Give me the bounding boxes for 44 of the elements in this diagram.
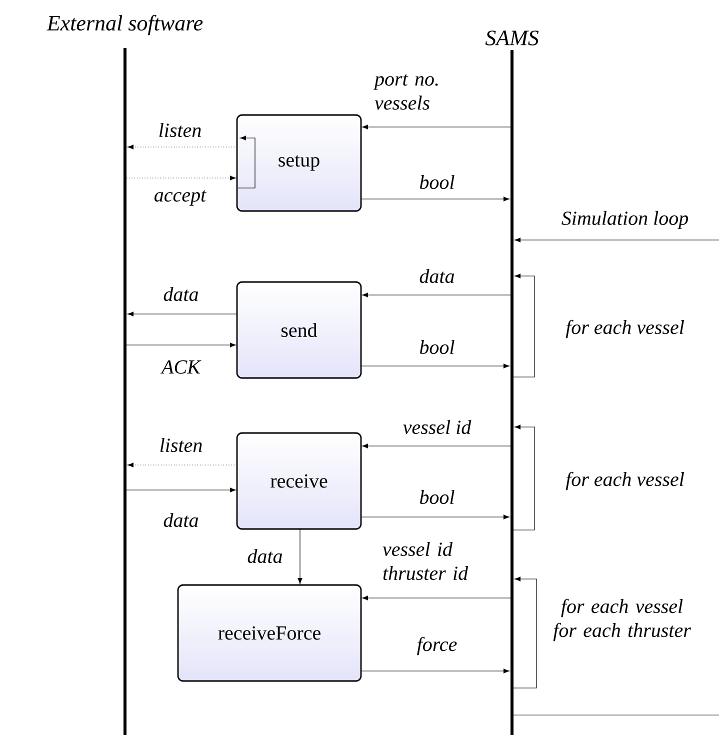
arrow <box>362 124 511 130</box>
edge-label: force <box>417 636 457 656</box>
arrow <box>298 528 302 584</box>
arrow <box>362 444 511 448</box>
arrow <box>126 342 236 348</box>
arrow <box>360 364 510 368</box>
edge-label: data <box>164 286 198 302</box>
edge-label: for each vessel for each thruster <box>553 598 691 642</box>
lifeline-heading: SAMS <box>485 30 539 46</box>
arrow <box>360 668 510 674</box>
edge-label: bool <box>420 174 454 190</box>
edge-label: data <box>164 512 198 528</box>
edge-label: data <box>420 268 454 284</box>
arrow <box>128 144 238 150</box>
edge-label: bool <box>420 490 454 504</box>
arrow <box>128 462 238 468</box>
arrow <box>126 488 236 492</box>
arrow <box>513 274 535 378</box>
edge-label: listen <box>159 122 201 138</box>
arrow <box>362 596 511 600</box>
edge-label: Simulation loop <box>562 210 688 230</box>
arrow <box>514 238 719 242</box>
process-box: setup <box>236 114 362 212</box>
arrow <box>128 312 238 316</box>
edge-label: vessel id <box>403 420 472 434</box>
edge-label: accept <box>154 190 206 206</box>
process-box: receiveForce <box>177 584 362 682</box>
process-box: send <box>236 281 362 379</box>
arrow <box>126 176 236 180</box>
edge-label: port no. vessels <box>373 74 438 110</box>
edge-label: for each vessel <box>566 320 684 338</box>
lifeline-heading: External software <box>46 14 203 36</box>
arrow <box>360 196 510 202</box>
edge-label: bool <box>420 340 454 354</box>
arrow <box>513 576 537 688</box>
edge-label: listen <box>160 438 202 452</box>
arrow <box>360 514 510 520</box>
process-box: receive <box>236 432 362 530</box>
arrow <box>362 292 511 298</box>
arrow <box>513 424 535 530</box>
edge-label: data <box>248 548 282 564</box>
edge-label: for each vessel <box>566 472 684 490</box>
edge-label: ACK <box>160 360 202 374</box>
edge-label: vessel id thruster id <box>382 542 468 580</box>
